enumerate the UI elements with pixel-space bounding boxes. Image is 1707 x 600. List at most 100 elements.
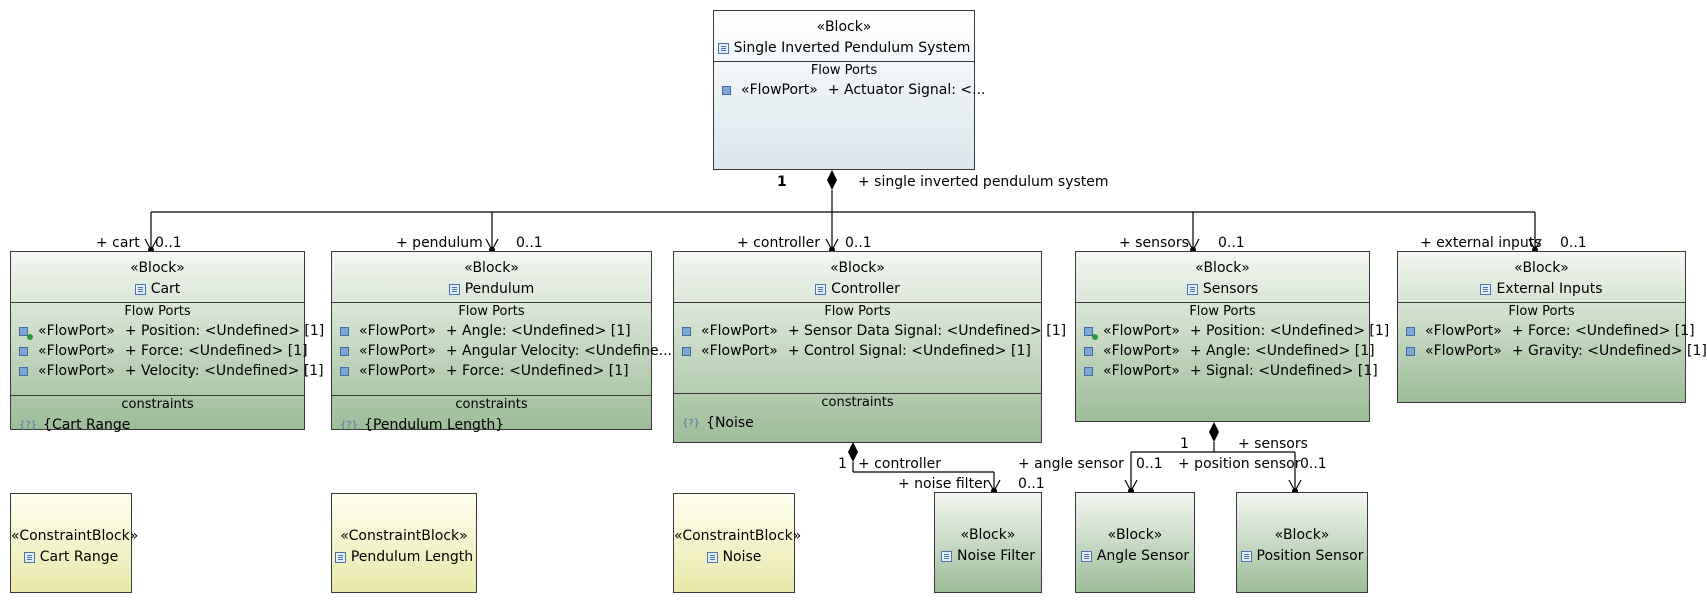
- flowport-row[interactable]: «FlowPort» + Force: <Undefined> [1]: [332, 361, 651, 381]
- flowport-row[interactable]: «FlowPort» + Angle: <Undefined> [1]: [1076, 341, 1375, 361]
- flowport-icon: [682, 346, 691, 356]
- flowport-text: + Velocity: <Undefined> [1]: [124, 363, 324, 379]
- controller-multiplicity: 0..1: [845, 235, 872, 251]
- constraint-block-pendulum-length[interactable]: «ConstraintBlock» Pendulum Length: [331, 493, 477, 593]
- flowport-row[interactable]: «FlowPort» + Gravity: <Undefined> [1]: [1398, 341, 1707, 361]
- block-single-inverted-pendulum-system[interactable]: «Block» Single Inverted Pendulum System …: [713, 10, 986, 170]
- flowport-row[interactable]: «FlowPort» + Control Signal: <Undefined>…: [674, 341, 1041, 361]
- pendulum-multiplicity: 0..1: [516, 235, 543, 251]
- flowport-text: + Angular Velocity: <Undefine...: [445, 343, 672, 359]
- flowport-stereotype: «FlowPort»: [359, 363, 436, 379]
- flowport-row[interactable]: «FlowPort» + Actuator Signal: <...: [714, 80, 986, 100]
- block-noise-filter[interactable]: «Block» Noise Filter: [934, 492, 1042, 593]
- controller-owner-multiplicity: 1: [838, 456, 847, 472]
- flow-ports-compartment: Flow Ports «FlowPort» + Position: <Undef…: [1076, 302, 1389, 381]
- block-cart[interactable]: «Block» Cart Flow Ports «FlowPort» + Pos…: [10, 251, 324, 433]
- pendulum-role-label: + pendulum: [396, 235, 483, 251]
- flowport-stereotype: «FlowPort»: [38, 363, 115, 379]
- compartment-title: Flow Ports: [124, 304, 191, 319]
- flowport-stereotype: «FlowPort»: [1425, 343, 1502, 359]
- flowport-icon: [1406, 326, 1415, 336]
- block-controller[interactable]: «Block» Controller Flow Ports «FlowPort»…: [673, 251, 1066, 443]
- block-name: Position Sensor: [1256, 548, 1364, 564]
- composition-diamond-sensors: [1209, 422, 1219, 442]
- block-stereotype: «Block»: [1107, 527, 1163, 543]
- controller-role-label: + controller: [737, 235, 820, 251]
- constraint-text: {Noise: [706, 415, 754, 431]
- root-role-label: + single inverted pendulum system: [858, 174, 1109, 190]
- constraint-block-noise[interactable]: «ConstraintBlock» Noise: [673, 493, 802, 593]
- compartment-title: Flow Ports: [810, 63, 878, 78]
- sensors-owner-multiplicity: 1: [1180, 436, 1189, 452]
- block-stereotype: «Block»: [816, 19, 872, 35]
- noise-filter-multiplicity: 0..1: [1018, 476, 1045, 492]
- flowport-text: + Angle: <Undefined> [1]: [1189, 343, 1375, 359]
- compartment-title: Flow Ports: [458, 304, 525, 319]
- block-stereotype: «Block»: [1514, 260, 1569, 276]
- external-multiplicity: 0..1: [1560, 235, 1587, 251]
- constraint-text: {Pendulum Length}: [364, 417, 505, 433]
- block-position-sensor[interactable]: «Block» Position Sensor: [1236, 492, 1368, 593]
- block-sensors[interactable]: «Block» Sensors Flow Ports «FlowPort» + …: [1075, 251, 1389, 422]
- sensors-multiplicity: 0..1: [1218, 235, 1245, 251]
- flowport-icon: [340, 326, 349, 336]
- constraint-row[interactable]: {?} {Pendulum Length}: [332, 414, 651, 436]
- block-name: External Inputs: [1496, 281, 1603, 297]
- flowport-row[interactable]: «FlowPort» + Force: <Undefined> [1]: [11, 341, 308, 361]
- flowport-stereotype: «FlowPort»: [701, 343, 778, 359]
- block-icon: [941, 551, 953, 562]
- flowport-text: + Sensor Data Signal: <Undefined> [1]: [787, 323, 1067, 339]
- flowport-icon: [1084, 346, 1093, 356]
- block-stereotype: «ConstraintBlock»: [11, 528, 139, 544]
- flowport-row[interactable]: «FlowPort» + Position: <Undefined> [1]: [1076, 321, 1389, 341]
- block-stereotype: «Block»: [130, 260, 185, 276]
- constraints-compartment: constraints {?} {Pendulum Length}: [332, 395, 651, 436]
- flowport-icon: [340, 346, 349, 356]
- block-name: Sensors: [1202, 281, 1259, 297]
- block-icon: [134, 284, 146, 295]
- flowport-row[interactable]: «FlowPort» + Sensor Data Signal: <Undefi…: [674, 321, 1066, 341]
- block-name: Angle Sensor: [1096, 548, 1190, 564]
- flowport-row[interactable]: «FlowPort» + Position: <Undefined> [1]: [11, 321, 324, 341]
- noise-filter-role-label: + noise filter: [898, 476, 989, 492]
- flowport-icon: [722, 85, 731, 95]
- flowport-stereotype: «FlowPort»: [359, 343, 436, 359]
- block-stereotype: «ConstraintBlock»: [674, 528, 802, 544]
- flowport-text: + Control Signal: <Undefined> [1]: [787, 343, 1031, 359]
- flowport-row[interactable]: «FlowPort» + Angle: <Undefined> [1]: [332, 321, 651, 341]
- compartment-title: constraints: [821, 395, 894, 410]
- constraint-block-cart-range[interactable]: «ConstraintBlock» Cart Range: [10, 493, 139, 593]
- block-icon: [717, 43, 729, 54]
- constraints-compartment: constraints {?} {Cart Range: [11, 395, 304, 436]
- flowport-row[interactable]: «FlowPort» + Signal: <Undefined> [1]: [1076, 361, 1378, 381]
- block-external-inputs[interactable]: «Block» External Inputs Flow Ports «Flow…: [1397, 251, 1707, 403]
- block-pendulum[interactable]: «Block» Pendulum Flow Ports «FlowPort» +…: [331, 251, 672, 433]
- block-angle-sensor[interactable]: «Block» Angle Sensor: [1075, 492, 1195, 593]
- composition-diamond-controller: [848, 442, 858, 462]
- block-stereotype: «Block»: [1195, 260, 1250, 276]
- block-stereotype: «Block»: [830, 260, 885, 276]
- constraint-row[interactable]: {?} {Noise: [674, 412, 1041, 434]
- flowport-text: + Actuator Signal: <...: [827, 82, 986, 98]
- flowport-icon: [1406, 346, 1415, 356]
- constraint-icon: {?}: [19, 419, 38, 431]
- constraint-icon: {?}: [682, 417, 701, 429]
- constraint-row[interactable]: {?} {Cart Range: [11, 414, 304, 436]
- constraint-block-icon: [334, 552, 346, 563]
- flowport-text: + Force: <Undefined> [1]: [445, 363, 629, 379]
- angle-sensor-role-label: + angle sensor: [1018, 456, 1124, 472]
- cart-role-label: + cart: [96, 235, 140, 251]
- flow-ports-compartment: Flow Ports «FlowPort» + Position: <Undef…: [11, 302, 324, 395]
- flowport-text: + Force: <Undefined> [1]: [124, 343, 308, 359]
- compartment-title: Flow Ports: [1508, 304, 1575, 319]
- flowport-text: + Angle: <Undefined> [1]: [445, 323, 631, 339]
- composition-diamond-root: [827, 170, 837, 190]
- flowport-row[interactable]: «FlowPort» + Velocity: <Undefined> [1]: [11, 361, 324, 381]
- position-sensor-multiplicity: 0..1: [1300, 456, 1327, 472]
- compartment-title: constraints: [121, 397, 194, 412]
- flowport-row[interactable]: «FlowPort» + Angular Velocity: <Undefine…: [332, 341, 672, 361]
- external-role-label: + external inputs: [1420, 235, 1542, 251]
- flowport-icon: [340, 366, 349, 376]
- flowport-row[interactable]: «FlowPort» + Force: <Undefined> [1]: [1398, 321, 1695, 341]
